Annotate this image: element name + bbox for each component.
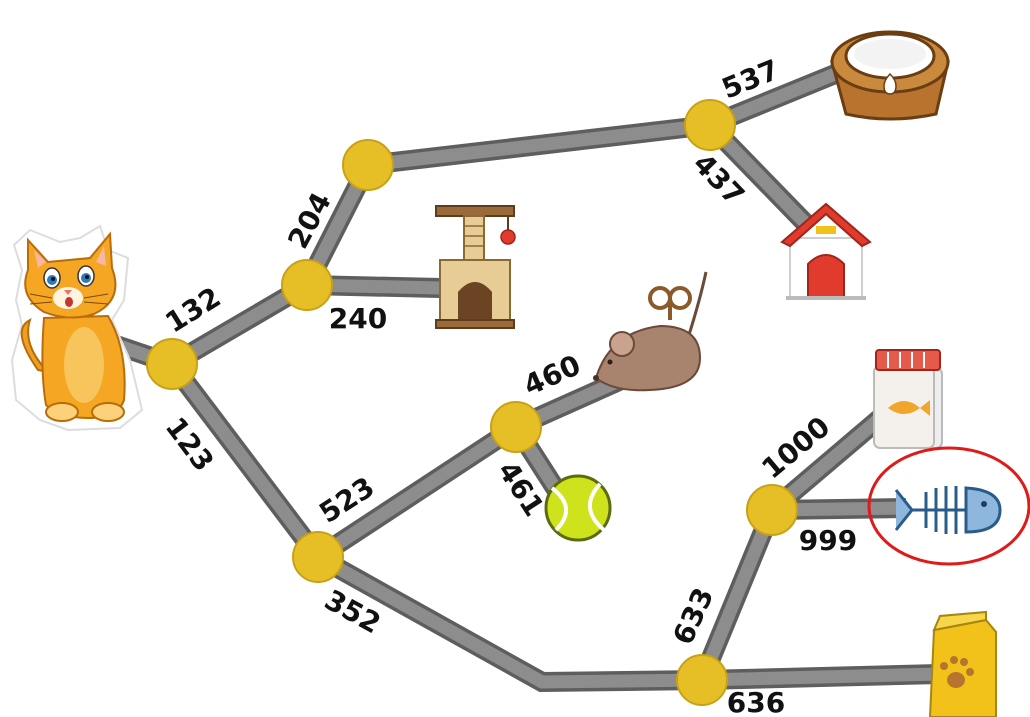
node-1[interactable]	[281, 259, 333, 311]
treat-jar-icon	[873, 349, 943, 449]
edge-label-999: 999	[799, 524, 857, 557]
fish-bone-icon	[867, 446, 1030, 566]
highlight-ring	[867, 446, 1030, 566]
node-top-left[interactable]	[342, 139, 394, 191]
node-4[interactable]	[490, 401, 542, 453]
node-2[interactable]	[684, 99, 736, 151]
edge-label-240: 240	[329, 302, 387, 335]
cat-food-bag-icon	[928, 610, 997, 717]
nodes	[146, 99, 798, 706]
cat-house-icon	[780, 202, 872, 300]
node-6[interactable]	[746, 484, 798, 536]
roads	[68, 62, 941, 693]
node-5[interactable]	[676, 654, 728, 706]
node-start[interactable]	[146, 338, 198, 390]
cat-icon	[10, 224, 144, 432]
milk-bowl-icon	[830, 30, 950, 121]
edge-label-636: 636	[727, 686, 785, 717]
road-outlines	[68, 62, 941, 693]
tennis-ball-icon	[544, 474, 612, 542]
scratching-post-icon	[435, 205, 516, 329]
toy-mouse-icon	[593, 271, 708, 392]
node-3[interactable]	[292, 531, 344, 583]
road-fills	[69, 65, 941, 689]
